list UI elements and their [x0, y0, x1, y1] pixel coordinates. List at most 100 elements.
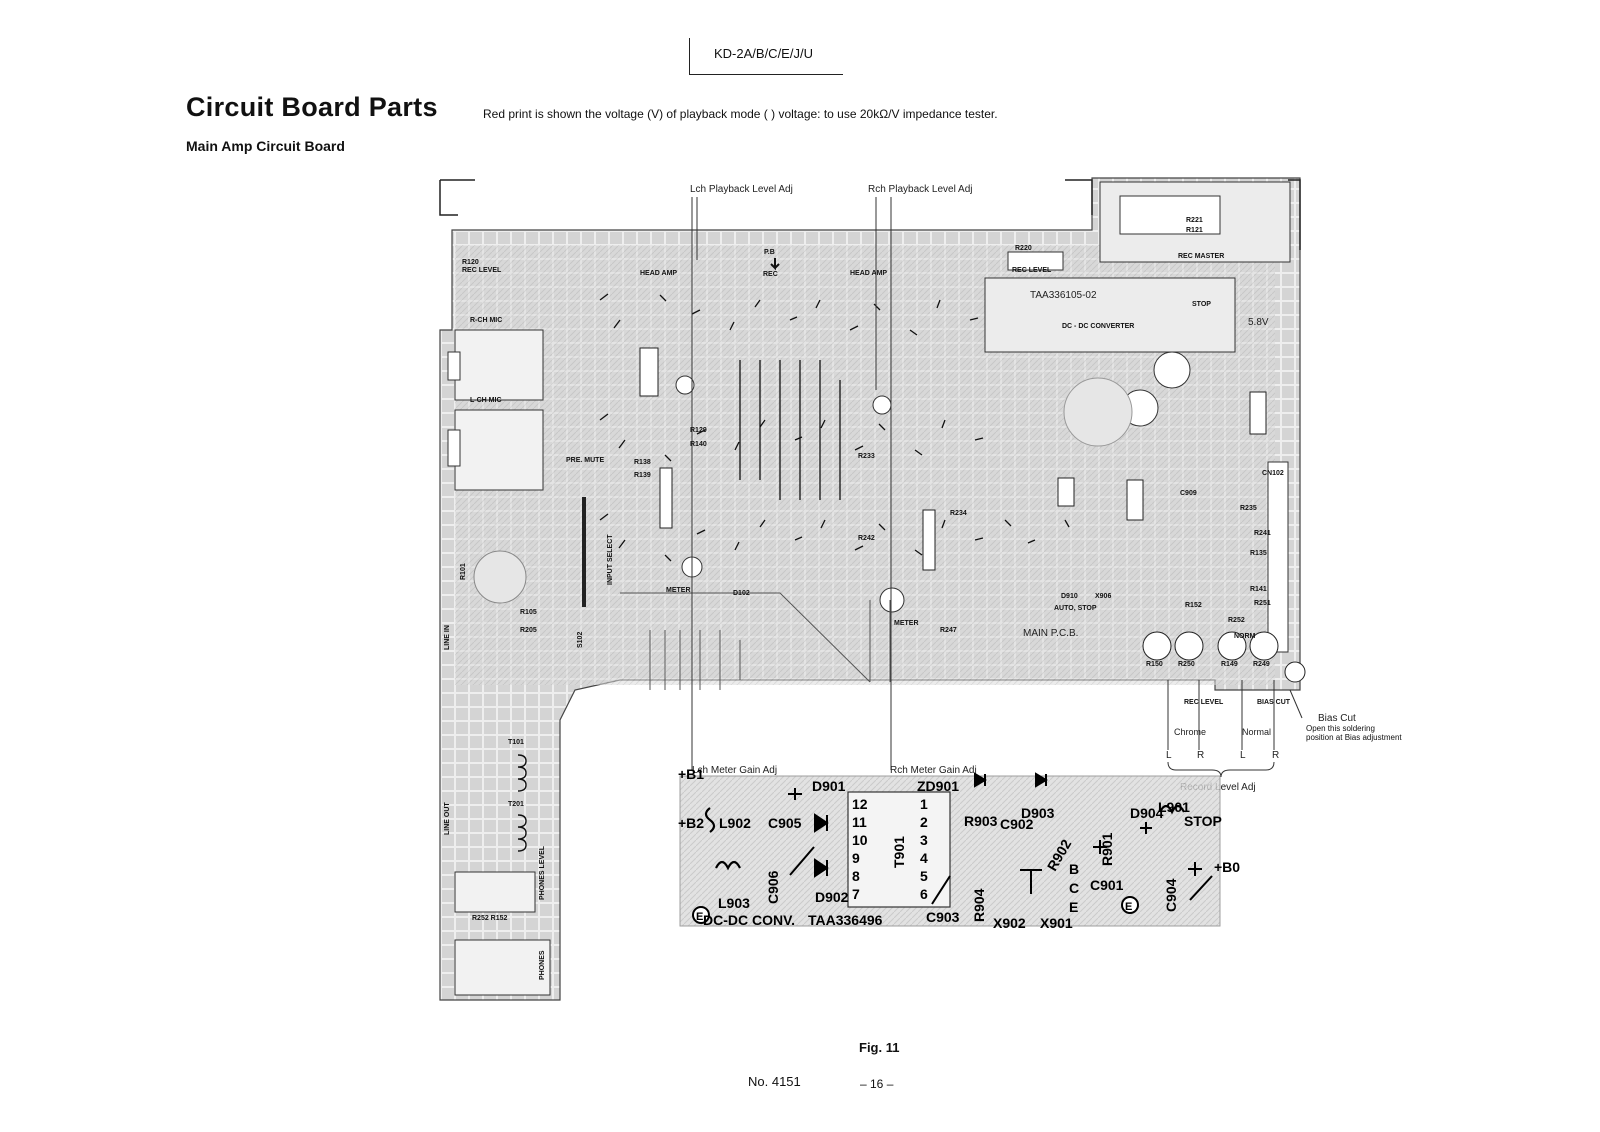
label-r139: R139	[634, 472, 651, 479]
label-r242: R242	[858, 535, 875, 542]
callout-lch-meter: Lch Meter Gain Adj	[692, 765, 777, 776]
t901-pin-left: 8	[852, 868, 860, 884]
label-rec-master: REC MASTER	[1178, 253, 1224, 260]
dc-b1: +B1	[678, 766, 704, 782]
dc-d903: D903	[1021, 805, 1055, 821]
dc-d904: D904	[1130, 805, 1164, 821]
label-auto-stop: AUTO, STOP	[1054, 605, 1097, 612]
dc-c: C	[1069, 880, 1079, 896]
label-5-8v: 5.8V	[1248, 317, 1269, 328]
label-ic-part: TAA336105-02	[1030, 290, 1097, 301]
callout-normal: Normal	[1242, 727, 1271, 737]
figure-caption: Fig. 11	[859, 1040, 900, 1055]
model-rule-horizontal	[689, 74, 843, 75]
label-x906: X906	[1095, 593, 1111, 600]
label-norm: NORM	[1234, 633, 1256, 640]
t901-pin-left: 9	[852, 850, 860, 866]
label-r234: R234	[950, 510, 967, 517]
label-rch-mic: R-CH MIC	[470, 317, 502, 324]
model-number: KD-2A/B/C/E/J/U	[714, 46, 813, 61]
label-t101: T101	[508, 739, 524, 746]
document-number: No. 4151	[748, 1074, 801, 1089]
dc-d901: D901	[812, 778, 846, 794]
callout-l2: L	[1240, 750, 1246, 761]
label-pb: P.B	[764, 249, 775, 256]
dc-x902: X902	[993, 915, 1026, 931]
label-r129: R129	[690, 427, 707, 434]
callout-lch-playback: Lch Playback Level Adj	[690, 184, 793, 195]
label-lch-mic: L-CH MIC	[470, 397, 502, 404]
dc-dcdc-conv: DC-DC CONV.	[703, 912, 795, 928]
dc-zd901: ZD901	[917, 778, 959, 794]
dc-r903: R903	[964, 813, 998, 829]
label-rec-level-bottom: REC LEVEL	[1184, 699, 1224, 706]
label-r141: R141	[1250, 586, 1267, 593]
dc-l903: L903	[718, 895, 750, 911]
callout-r2: R	[1272, 750, 1279, 761]
label-r120: R120	[462, 259, 479, 266]
label-rec-level-top: REC LEVEL	[1012, 267, 1052, 274]
t901-pin-right: 1	[920, 796, 928, 812]
dc-t901: T901	[891, 836, 907, 868]
callout-lines	[691, 197, 1303, 778]
dc-r901: R901	[1099, 832, 1115, 866]
label-r121: R121	[1186, 227, 1203, 234]
label-stop-top: STOP	[1192, 301, 1211, 308]
label-phones: PHONES	[539, 950, 546, 980]
label-r152b: R152	[1185, 602, 1202, 609]
label-d102: D102	[733, 590, 750, 597]
t901-pin-left: 11	[852, 814, 867, 830]
label-r251: R251	[1254, 600, 1271, 607]
label-r250: R250	[1178, 661, 1195, 668]
label-r249: R249	[1253, 661, 1270, 668]
label-main-pcb: MAIN P.C.B.	[1023, 628, 1078, 639]
callout-bias-cut-note2: position at Bias adjustment	[1306, 733, 1402, 742]
dc-c902: C902	[1000, 816, 1034, 832]
label-input-select: INPUT SELECT	[607, 534, 614, 585]
label-r205: R205	[520, 627, 537, 634]
label-line-out: LINE OUT	[444, 802, 451, 835]
label-cn102: CN102	[1262, 470, 1284, 477]
dc-e-mark-right: E	[1125, 901, 1132, 913]
label-r149: R149	[1221, 661, 1238, 668]
label-head-amp-l: HEAD AMP	[640, 270, 677, 277]
main-pcb	[439, 177, 1306, 1001]
label-t201: T201	[508, 801, 524, 808]
dc-b: B	[1069, 861, 1079, 877]
dc-b0: +B0	[1214, 859, 1240, 875]
t901-pin-left: 12	[852, 796, 868, 812]
callout-r1: R	[1197, 750, 1204, 761]
model-rule-vertical	[689, 38, 690, 74]
label-r105: R105	[520, 609, 537, 616]
dc-e-mark-left: E	[696, 911, 703, 923]
label-rec-level-left: REC LEVEL	[462, 267, 502, 274]
board-subtitle: Main Amp Circuit Board	[186, 138, 345, 154]
dc-l902: L902	[719, 815, 751, 831]
label-r220: R220	[1015, 245, 1032, 252]
dc-stop: STOP	[1184, 813, 1222, 829]
dc-x901: X901	[1040, 915, 1073, 931]
label-phones-level: PHONES LEVEL	[539, 845, 546, 900]
callout-rch-meter: Rch Meter Gain Adj	[890, 765, 977, 776]
dc-c901: C901	[1090, 877, 1124, 893]
label-r241: R241	[1254, 530, 1271, 537]
t901-pin-left: 10	[852, 832, 868, 848]
dc-r904: R904	[971, 888, 987, 922]
label-r150: R150	[1146, 661, 1163, 668]
dc-b2: +B2	[678, 815, 704, 831]
t901-pin-right: 4	[920, 850, 928, 866]
callout-bias-cut-note1: Open this soldering	[1306, 724, 1375, 733]
dc-taa: TAA336496	[808, 912, 883, 928]
dc-c905: C905	[768, 815, 802, 831]
label-r221: R221	[1186, 217, 1203, 224]
callout-chrome: Chrome	[1174, 727, 1206, 737]
label-s102: S102	[577, 632, 584, 648]
dcdc-labels: +B1 D901 ZD901 D903 D904 L901 STOP +B2 L…	[678, 766, 1240, 931]
label-rec: REC	[763, 271, 778, 278]
main-board-labels: R120 REC LEVEL R-CH MIC L-CH MIC LINE IN…	[444, 217, 1291, 980]
label-r235: R235	[1240, 505, 1257, 512]
label-meter-l: METER	[666, 587, 691, 594]
voltage-note: Red print is shown the voltage (V) of pl…	[483, 107, 998, 121]
callout-l1: L	[1166, 750, 1172, 761]
label-r252b: R252	[1228, 617, 1245, 624]
